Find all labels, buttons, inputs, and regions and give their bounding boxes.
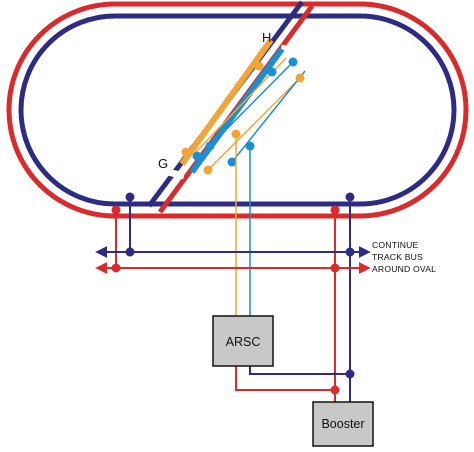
arsc-to-booster-red: [235, 366, 336, 402]
feeder-orange-b: [207, 77, 301, 171]
gap-g-label: G: [158, 156, 168, 171]
outer-rail-red: [6, 1, 469, 219]
bus-note-line-3: AROUND OVAL: [372, 264, 436, 274]
booster-box: [312, 401, 374, 447]
arsc-to-booster-blue: [249, 366, 350, 375]
junction-red-booster: [330, 385, 340, 395]
reversing-rail-orange: [179, 38, 274, 166]
oval-feeder-dots: [111, 192, 355, 215]
feeder-blue-a: [209, 61, 294, 147]
booster-label: Booster: [321, 417, 364, 431]
gap-g-mark: [167, 168, 185, 180]
arsc-label: ARSC: [226, 335, 261, 349]
reversing-rail-blue: [189, 47, 285, 174]
feeder-blue-b: [231, 70, 306, 163]
inner-rail-blue: [18, 13, 457, 207]
gap-h-label: H: [262, 30, 271, 45]
bus-note-line-2: TRACK BUS: [372, 252, 423, 262]
bus-junction-dots: [111, 247, 355, 273]
reversing-dots: [181, 57, 305, 175]
bus-note-line-1: CONTINUE: [372, 240, 419, 250]
gap-h-mark: [280, 44, 297, 55]
junction-blue-booster: [345, 369, 355, 379]
arsc-box: [212, 315, 274, 367]
